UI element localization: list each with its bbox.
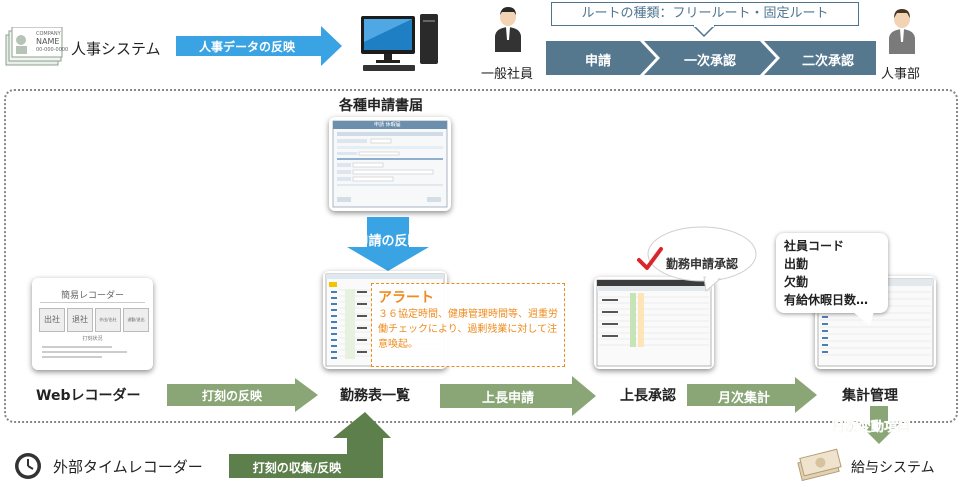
hr-dept-label: 人事部: [881, 67, 921, 82]
monthly-total-label: 月次集計: [717, 391, 770, 406]
collect-reflect-label: 打刻の収集/反映: [252, 461, 342, 475]
card-name: NAME: [36, 37, 60, 46]
forms-title: 各種申請書届: [339, 98, 423, 114]
employee-label: 一般社員: [481, 67, 534, 82]
recorder-btn-go-out: 外出/出社: [95, 308, 121, 332]
approval-screenshot: [594, 277, 714, 369]
flow-step-apply: 申請: [584, 54, 611, 69]
hr-reflect-arrow: [176, 26, 342, 66]
aggregate-label: 集計管理: [842, 388, 898, 404]
hr-system-label: 人事システム: [71, 40, 161, 58]
item-paid-leave: 有給休暇日数…: [784, 293, 869, 307]
business-card-icon: [4, 26, 64, 67]
alert-title: アラート: [378, 290, 434, 306]
boss-approve-label: 上長承認: [620, 388, 676, 404]
computer-icon: [360, 14, 442, 76]
timesheet-label: 勤務表一覧: [340, 388, 410, 404]
web-recorder-label: Webレコーダー: [36, 388, 141, 404]
external-recorder-label: 外部タイムレコーダー: [53, 458, 203, 476]
recorder-btn-leave: 退勤/退出: [123, 308, 149, 332]
monthly-change-arrow: [859, 406, 899, 444]
boss-apply-label: 上長申請: [481, 391, 534, 406]
route-types-box: ルートの種類：フリールート・固定ルート: [551, 2, 859, 26]
web-recorder-screenshot: 簡易レコーダー 出社 退社 外出/出社 退勤/退出 打刻状況: [32, 278, 153, 370]
stamp-reflect-arrow: [167, 378, 318, 412]
aggregate-items-panel: 社員コード 出勤 欠勤 有給休暇日数…: [776, 233, 888, 313]
money-icon: [795, 448, 843, 486]
card-number: 00-000-0000: [36, 47, 69, 53]
apply-reflect-arrow: [347, 217, 429, 271]
work-approve-label: 勤務申請承認: [666, 257, 739, 271]
work-approve-bubble: [647, 226, 757, 292]
apply-reflect-label: 申請の反映: [355, 234, 421, 249]
aggregate-items-pointer: [852, 311, 874, 326]
item-employee-code: 社員コード: [784, 239, 845, 253]
clock-icon: [14, 452, 42, 484]
approval-flow: [546, 41, 876, 75]
employee-person-icon: [493, 6, 523, 56]
payroll-label: 給与システム: [851, 460, 935, 476]
card-company: COMPANY: [36, 31, 61, 37]
collect-reflect-arrow: [229, 412, 391, 478]
stamp-reflect-label: 打刻の反映: [201, 389, 262, 403]
monthly-total-arrow: [687, 377, 817, 413]
recorder-status: 打刻状況: [82, 336, 103, 342]
flow-step-second-approval: 二次承認: [801, 54, 854, 69]
recorder-btn-in: 出社: [39, 308, 65, 332]
web-recorder-title: 簡易レコーダー: [60, 291, 124, 301]
route-pointer: [693, 25, 715, 37]
boss-apply-arrow: [440, 376, 596, 416]
monthly-change-label: 月次変動項目: [832, 420, 911, 435]
form-heading: 申請 休暇届: [374, 122, 401, 128]
recorder-btn-out: 退社: [67, 308, 93, 332]
form-screenshot: [329, 117, 451, 211]
alert-box: アラート ３６協定時間、健康管理時間等、週重労働チェックにより、過剰残業に対して…: [371, 283, 565, 367]
flow-step-first-approval: 一次承認: [683, 54, 736, 69]
item-absence: 欠勤: [784, 275, 809, 289]
item-attendance: 出勤: [784, 257, 809, 271]
alert-body: ３６協定時間、健康管理時間等、週重労働チェックにより、過剰残業に対して注意喚起。: [378, 309, 558, 350]
check-icon: [637, 246, 663, 276]
attendance-system-area: [4, 89, 958, 423]
hr-reflect-label: 人事データの反映: [198, 40, 295, 54]
hr-person-icon: [887, 8, 917, 58]
